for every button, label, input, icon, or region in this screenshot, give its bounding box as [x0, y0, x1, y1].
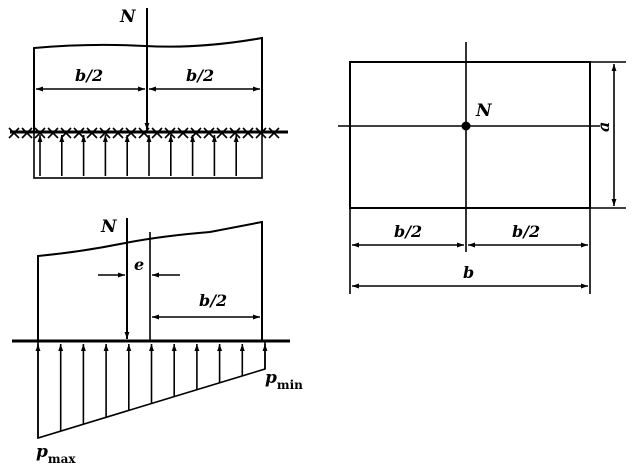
hatch-mark [216, 127, 228, 139]
plan-view: N a b/2 b/2 b [338, 42, 626, 294]
force-label-n-bottom: N [100, 217, 118, 237]
eccentric-load-section: N e b/2 pmax pmin [12, 217, 303, 466]
uniform-pressure-arrows [37, 135, 239, 176]
p-min-subscript: min [277, 378, 303, 392]
p-max-symbol: p [36, 442, 48, 462]
hatch-mark [47, 127, 59, 139]
plan-load-point [461, 121, 471, 131]
label-half-width-right-plan: b/2 [512, 222, 540, 241]
label-eccentricity: e [134, 255, 144, 274]
footing-body-top [33, 36, 263, 132]
label-half-width-left-plan: b/2 [394, 222, 422, 241]
footing-body-bottom [37, 220, 263, 341]
label-p-max: pmax [36, 442, 76, 466]
hatch-mark [21, 127, 33, 139]
label-half-width-right-top: b/2 [186, 66, 214, 85]
p-min-symbol: p [265, 368, 277, 388]
hatch-mark [112, 127, 124, 139]
hatch-mark [177, 127, 189, 139]
hatch-mark [151, 127, 163, 139]
force-label-n-top: N [119, 7, 137, 27]
label-full-width-plan: b [463, 263, 474, 282]
label-p-min: pmin [265, 368, 303, 392]
p-max-subscript: max [48, 452, 76, 466]
label-half-width-left-top: b/2 [75, 66, 103, 85]
uniform-pressure-block [33, 131, 263, 179]
trapezoid-pressure-arrows [35, 344, 268, 438]
hatch-mark [34, 127, 46, 139]
plan-rectangle [349, 61, 591, 209]
hatch-mark [268, 127, 280, 139]
hatch-mark [86, 127, 98, 139]
label-half-width-bottom: b/2 [199, 291, 227, 310]
hatch-mark [8, 127, 20, 139]
label-side-a: a [594, 122, 613, 132]
hatch-mark [255, 127, 267, 139]
hatch-mark [164, 127, 176, 139]
ground-hatching [8, 127, 280, 139]
central-load-section: N b/2 b/2 [8, 7, 288, 179]
force-label-n-plan: N [475, 101, 493, 121]
hatch-mark [242, 127, 254, 139]
hatch-mark [99, 127, 111, 139]
